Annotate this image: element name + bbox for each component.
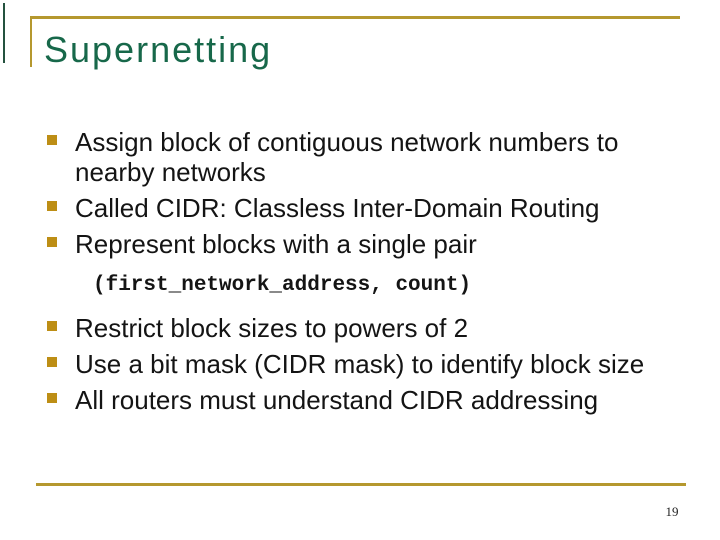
title-corner-rule [30,16,32,67]
bullet-text: Assign block of contiguous network numbe… [75,127,619,187]
bullet-square-icon [47,393,57,403]
bullet-text: Use a bit mask (CIDR mask) to identify b… [75,349,645,379]
bullet-item: Assign block of contiguous network numbe… [47,127,647,187]
bullet-item: Represent blocks with a single pair [47,229,647,259]
bullet-text: All routers must understand CIDR address… [75,385,599,415]
bullet-item: Restrict block sizes to powers of 2 [47,313,647,343]
bullet-square-icon [47,357,57,367]
bullet-square-icon [47,237,57,247]
page-number: 19 [665,504,679,519]
title-top-rule [30,16,680,19]
left-accent-tick [3,3,5,63]
bullet-square-icon [47,135,57,145]
code-pair-text: (first_network_address, count) [93,274,472,297]
bullet-item: All routers must understand CIDR address… [47,385,647,415]
bullet-text: Called CIDR: Classless Inter-Domain Rout… [75,193,600,223]
bullet-text: Restrict block sizes to powers of 2 [75,313,469,343]
bullet-square-icon [47,201,57,211]
bullet-square-icon [47,321,57,331]
bullet-item: Use a bit mask (CIDR mask) to identify b… [47,349,647,379]
slide-title: Supernetting [44,29,273,70]
bullet-text: Represent blocks with a single pair [75,229,477,259]
bullet-item: Called CIDR: Classless Inter-Domain Rout… [47,193,647,223]
slide-body: Assign block of contiguous network numbe… [47,127,647,421]
footer-rule [36,483,686,486]
